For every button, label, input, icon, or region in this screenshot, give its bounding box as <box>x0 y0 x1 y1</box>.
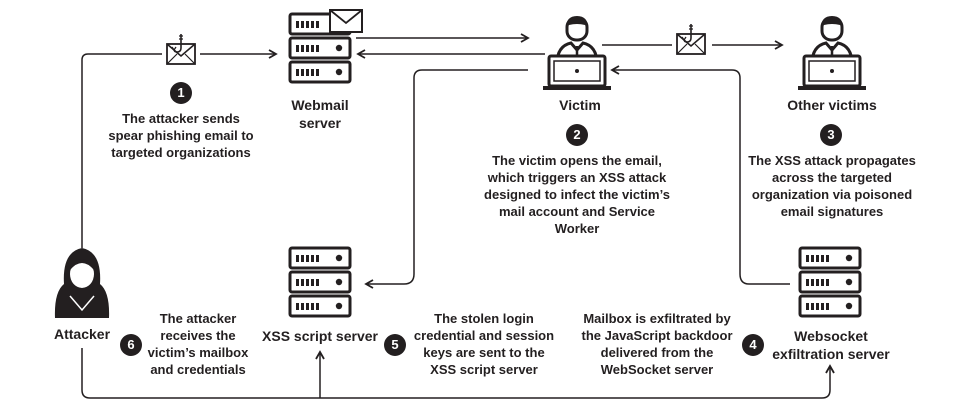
step-text-2: The victim opens the email, which trigge… <box>484 153 670 236</box>
attacker-label: Attacker <box>53 326 111 342</box>
email-hook-icon <box>166 33 196 65</box>
envelope-icon <box>329 9 363 33</box>
websocket-server-icon <box>798 246 862 318</box>
flow-arrows <box>81 33 835 399</box>
arrow-attacker-to-websocket <box>81 348 835 399</box>
other-victims-icon <box>796 14 868 92</box>
xss-server-icon <box>288 246 352 318</box>
step-text-1: The attacker sends spear phishing email … <box>108 111 254 160</box>
step-text-5: The stolen login credential and session … <box>413 311 555 377</box>
step-badge-5: 5 <box>384 334 406 356</box>
victim-icon <box>541 14 613 92</box>
step-badge-4: 4 <box>742 334 764 356</box>
step-badge-3: 3 <box>820 124 842 146</box>
arrow-websocket-to-victim <box>610 65 790 285</box>
victim-label: Victim <box>559 97 601 113</box>
step-text-6: The attacker receives the victim’s mailb… <box>147 311 249 377</box>
webmail-server-label: Webmail server <box>291 97 349 131</box>
step-badge-1: 1 <box>170 82 192 104</box>
step-badge-2: 2 <box>566 124 588 146</box>
email-hook-icon <box>676 23 706 55</box>
step-text-4: Mailbox is exfiltrated by the JavaScript… <box>581 311 733 377</box>
xss-server-label: XSS script server <box>262 328 378 344</box>
step-text-3: The XSS attack propagates across the tar… <box>748 153 916 219</box>
websocket-server-label: Websocket exfiltration server <box>772 328 890 362</box>
arrow-attacker-to-mail <box>81 53 162 248</box>
step-badge-6: 6 <box>120 334 142 356</box>
arrow-victim-to-xss <box>364 69 528 289</box>
other-victims-label: Other victims <box>787 97 877 113</box>
hooded-attacker-icon <box>54 248 110 318</box>
